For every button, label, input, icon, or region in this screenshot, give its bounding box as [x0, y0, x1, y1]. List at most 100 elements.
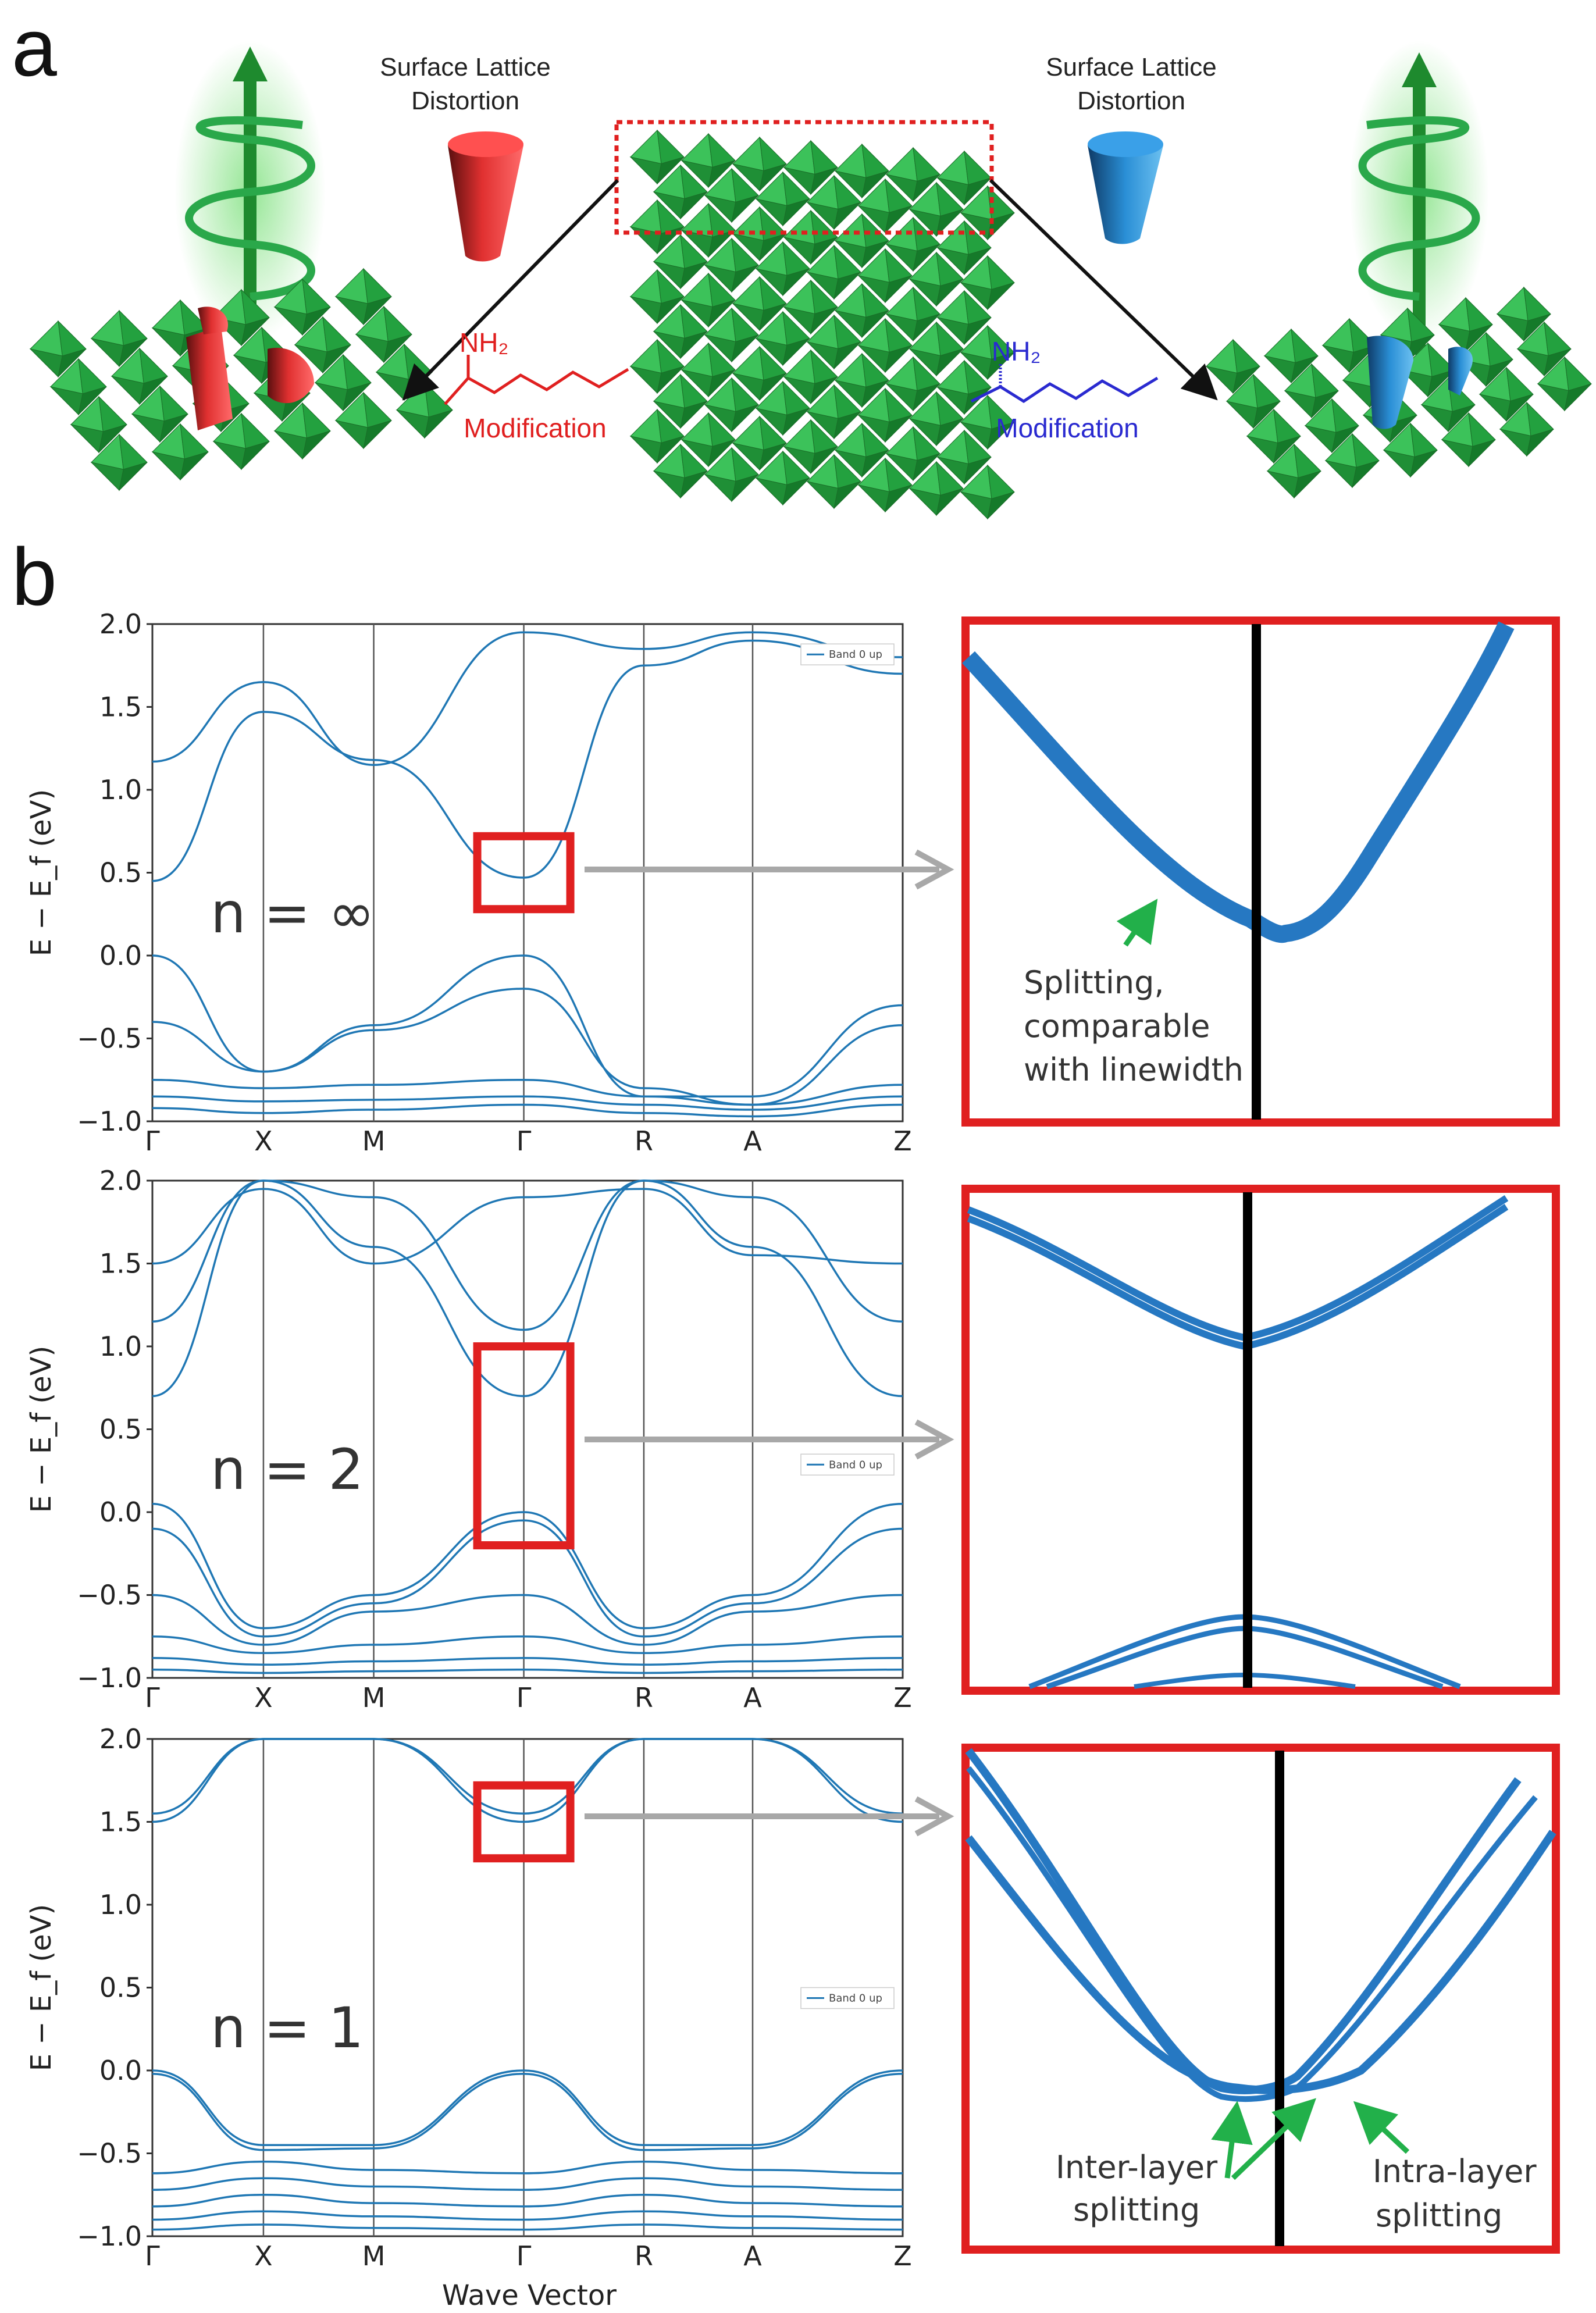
panel-a: a Surface Lattice Distortion: [12, 2, 1592, 520]
inset-2: [961, 1185, 1560, 1695]
inset-3-annotation-3: Intra-layer: [1373, 2153, 1537, 2190]
plot-3-ylabel: E − E_f (eV): [25, 1904, 58, 2071]
left-distortion-title-2: Distortion: [411, 87, 519, 115]
plot-1-xtick-4: R: [635, 1125, 653, 1157]
plot-1-ylabel: E − E_f (eV): [25, 789, 58, 956]
plot-3-band-2: [152, 1738, 903, 1815]
plot-2-ytick-4: 0.0: [99, 1496, 142, 1528]
surface-highlight-box: [614, 120, 994, 235]
plot-2-n-label: n = 2: [211, 1437, 364, 1502]
plot-1-band-5: [152, 1078, 903, 1106]
plot-2-band-4: [152, 1503, 903, 1630]
plot-1-ytick-1: 1.5: [99, 692, 142, 723]
left-distortion-title-1: Surface Lattice: [380, 53, 551, 81]
zoom-arrowhead-2: [914, 1419, 954, 1460]
left-amine-label: NH₂: [459, 327, 508, 358]
x-axis-title: Wave Vector: [442, 2279, 617, 2312]
plot-2-xtick-6: Z: [893, 1682, 912, 1713]
plot-1-band-6: [152, 1095, 903, 1111]
inset-3-arrow-inter-1: [1211, 2101, 1253, 2179]
plot-2-ylabel: E − E_f (eV): [25, 1346, 58, 1513]
left-lattice-layer: [29, 268, 453, 491]
plot-1-xtick-2: M: [362, 1125, 386, 1157]
inset-3-band-c: [965, 1830, 1556, 2094]
left-arrow: [402, 179, 619, 401]
plot-3-ytick-0: 2.0: [99, 1723, 142, 1755]
plot-3-band-4: [152, 2072, 903, 2151]
plot-3-n-label: n = 1: [211, 1995, 364, 2061]
inset-1-band: [961, 621, 1515, 943]
plot-3-xtick-3: Γ: [516, 2240, 532, 2272]
plot-3-band-9: [152, 2223, 903, 2231]
plot-2-band-8: [152, 1657, 903, 1666]
plot-3-xtick-6: Z: [893, 2240, 912, 2272]
plot-1-xtick-6: Z: [893, 1125, 912, 1157]
inset-1: Splitting, comparable with linewidth: [961, 616, 1560, 1127]
plot-1-ytick-6: −1.0: [77, 1106, 142, 1137]
center-lattice-block: [629, 129, 1015, 520]
plot-2-xtick-3: Γ: [516, 1682, 532, 1713]
plot-2-ytick-2: 1.0: [99, 1331, 142, 1362]
plot-2-zoom-box: [473, 1342, 575, 1549]
plot-3-ytick-3: 0.5: [99, 1972, 142, 2004]
right-lattice-layer: [1205, 286, 1592, 499]
plot-2-band-7: [152, 1635, 903, 1655]
plot-2-legend-label: Band 0 up: [829, 1459, 882, 1471]
plot-2-xtick-1: X: [254, 1682, 273, 1713]
left-red-cones: [186, 307, 314, 430]
plot-3-xtick-1: X: [254, 2240, 273, 2272]
plot-1-xtick-5: A: [743, 1125, 762, 1157]
plot-2-ytick-6: −1.0: [77, 1662, 142, 1694]
plot-3-ytick-1: 1.5: [99, 1806, 142, 1838]
plot-3-xtick-4: R: [635, 2240, 653, 2272]
plot-2-band-9: [152, 1668, 903, 1674]
inset-3-annotation-2: splitting: [1073, 2191, 1200, 2228]
plot-3-zoom-box: [473, 1781, 575, 1863]
plot-2-band-2: [152, 1179, 903, 1331]
right-distortion-title-2: Distortion: [1077, 87, 1185, 115]
inset-1-green-arrow: [1116, 899, 1158, 947]
plot-2-ytick-0: 2.0: [99, 1165, 142, 1196]
plot-3-xtick-2: M: [362, 2240, 386, 2272]
plot-2-xtick-2: M: [362, 1682, 386, 1713]
plot-2-ytick-5: −0.5: [77, 1580, 142, 1611]
plot-2-ytick-1: 1.5: [99, 1248, 142, 1280]
plot-2-band-5: [152, 1519, 903, 1638]
plot-3-xtick-5: A: [743, 2240, 762, 2272]
plot-3-band-6: [152, 2177, 903, 2191]
plot-1-legend: [800, 643, 895, 665]
right-blue-cones: [1367, 336, 1473, 429]
plot-3-xtick-0: Γ: [145, 2240, 160, 2272]
inset-1-annotation-3: with linewidth: [1024, 1052, 1244, 1088]
panel-letter-b: b: [12, 531, 57, 622]
inset-3-arrow-intra: [1353, 2101, 1410, 2154]
plot-1-ytick-0: 2.0: [99, 608, 142, 640]
inset-1-annotation-1: Splitting,: [1024, 964, 1164, 1001]
plot-1-band-2: [152, 631, 903, 767]
right-distortion-title-1: Surface Lattice: [1046, 53, 1217, 81]
plot-2-xtick-4: R: [635, 1682, 653, 1713]
right-amine-label: NH₂: [992, 336, 1041, 366]
right-cone-icon: [1088, 131, 1163, 244]
left-cone-icon: [448, 131, 523, 262]
right-helix-icon: [1349, 41, 1489, 355]
inset-3-annotation-1: Inter-layer: [1056, 2149, 1218, 2186]
plot-1-xtick-3: Γ: [516, 1125, 532, 1157]
plot-1-ytick-3: 0.5: [99, 857, 142, 889]
plot-1-ytick-2: 1.0: [99, 774, 142, 806]
plot-1-legend-label: Band 0 up: [829, 648, 882, 661]
inset-3-arrow-inter-2: [1231, 2098, 1316, 2180]
right-amine-molecule: NH₂: [970, 336, 1159, 403]
zoom-arrowhead-1: [914, 849, 954, 890]
plot-3-band-7: [152, 2193, 903, 2208]
inset-1-annotation-2: comparable: [1024, 1008, 1210, 1045]
plot-3-ytick-5: −0.5: [77, 2138, 142, 2169]
plot-2-band-3: [152, 1188, 903, 1265]
plot-3-ytick-2: 1.0: [99, 1889, 142, 1920]
